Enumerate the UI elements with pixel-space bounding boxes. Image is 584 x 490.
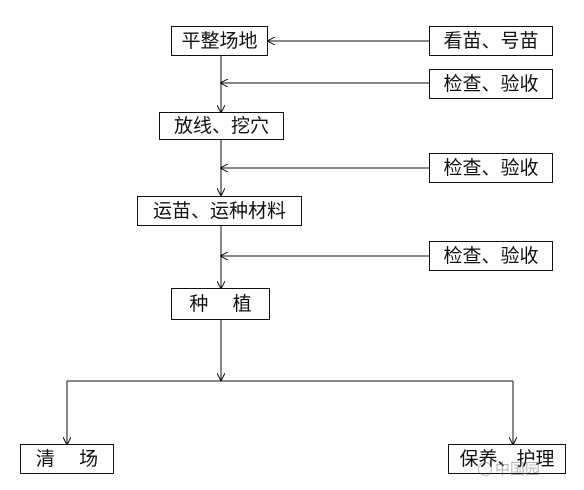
side-inspection-2: 检查、验收 [429, 153, 553, 183]
side-inspection-3: 检查、验收 [429, 241, 553, 271]
side-inspection-1: 检查、验收 [429, 69, 553, 99]
side-select-seedlings: 看苗、号苗 [429, 26, 553, 56]
step-layout-dig: 放线、挖穴 [159, 112, 284, 140]
step-plant: 种 植 [171, 288, 270, 320]
step-level-site: 平整场地 [171, 26, 268, 56]
end-maintenance: 保养、护理 [448, 444, 566, 474]
step-transport: 运苗、运种材料 [137, 196, 302, 226]
end-clean-site: 清 场 [20, 444, 114, 474]
